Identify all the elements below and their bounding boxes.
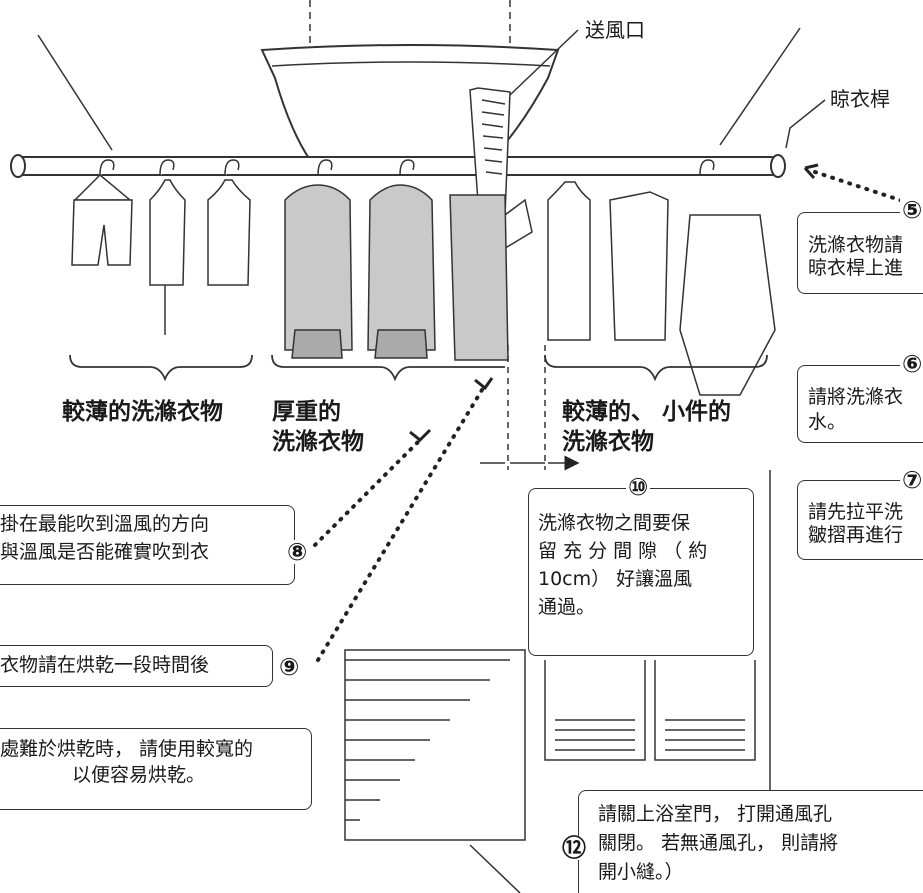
note-10-line4: 通過。 <box>538 596 596 618</box>
door-vent <box>544 660 756 761</box>
drying-rod <box>10 154 786 178</box>
note-12-number: ⑫ <box>560 834 588 862</box>
ceiling-unit-outline <box>309 0 511 47</box>
note-8-number: ⑧ <box>285 538 310 566</box>
note-7-number: ⑦ <box>900 466 923 494</box>
dotted-leaders <box>313 170 917 662</box>
note-7-box <box>797 480 923 560</box>
note-10-line1: 洗滌衣物之間要保 <box>538 512 691 534</box>
wall-line-left <box>37 34 113 151</box>
thin-laundry-label: 較薄的洗滌衣物 <box>62 399 223 425</box>
note-7-line1: 請先拉平洗 <box>808 501 904 523</box>
outlet-label: 送風口 <box>585 18 645 42</box>
right-clothes <box>547 159 776 396</box>
note-6-line2: 水。 <box>808 411 847 433</box>
heavy-clothes <box>284 159 509 361</box>
note-12-box <box>578 790 923 893</box>
thin-small-laundry-label-2: 洗滌衣物 <box>562 429 654 455</box>
note-7-line2: 皺摺再進行 <box>808 524 904 546</box>
floor-grate <box>344 649 526 841</box>
wall-line-right <box>719 27 801 146</box>
heavy-laundry-label-1: 厚重的 <box>272 399 341 425</box>
note-5-number: ⑤ <box>900 196 923 224</box>
note-11-line2: 以便容易烘乾。 <box>72 764 206 786</box>
note-5-box <box>797 212 923 294</box>
note-10-line3: 10cm） 好讓溫風 <box>538 568 693 590</box>
note-6-line1: 請將洗滌衣 <box>808 386 904 408</box>
heavy-laundry-label-2: 洗滌衣物 <box>272 429 364 455</box>
note-10-line2: 留 充 分 間 隙 （ 約 <box>538 540 708 562</box>
note-6-box <box>797 365 923 443</box>
note-5-line1: 洗滌衣物請 <box>808 234 904 256</box>
note-10-box <box>528 488 754 656</box>
group-braces <box>69 354 768 382</box>
note-11-line1: 處難於烘乾時， 請使用較寬的 <box>0 738 254 760</box>
note-6-number: ⑥ <box>900 350 923 378</box>
note-12-line3: 開小縫。） <box>598 861 684 883</box>
left-clothes <box>71 159 251 335</box>
thin-small-laundry-label-1: 較薄的、 小件的 <box>562 399 732 425</box>
rod-label: 晾衣桿 <box>830 87 890 111</box>
note-11-box <box>0 728 312 810</box>
note-9-number: ⑨ <box>277 653 302 681</box>
note-8-box <box>0 505 295 585</box>
note-12-line2: 關閉。 若無通風孔， 則請將 <box>598 832 839 854</box>
note-9-line1: 衣物請在烘乾一段時間後 <box>0 654 210 676</box>
note-5-line2: 晾衣桿上進 <box>808 257 904 279</box>
note-9-box <box>0 645 273 687</box>
note-8-line1: 掛在最能吹到溫風的方向 <box>0 513 210 535</box>
note-8-line2: 與溫風是否能確實吹到衣 <box>0 541 210 563</box>
note-12-line1: 請關上浴室門， 打開通風孔 <box>598 803 833 825</box>
note-10-number: ⑩ <box>626 473 651 501</box>
